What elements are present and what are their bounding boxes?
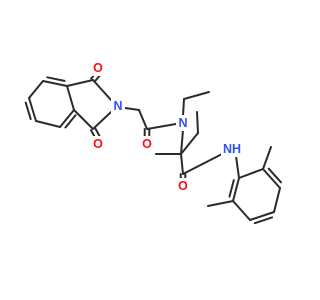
single-bond (196, 111, 199, 134)
single-bond (180, 153, 184, 175)
nitrogen-atom-tertiary-amide: N (176, 115, 190, 131)
single-bond (92, 111, 112, 130)
methyl-bond (207, 200, 234, 207)
aromatic-bond (66, 85, 75, 111)
single-bond (146, 123, 177, 130)
aromatic-bond (42, 80, 68, 87)
aromatic-bond (262, 168, 281, 189)
molecule-structure-diagram: O O N O N O NH (24, 60, 282, 225)
aromatic-bond (273, 187, 281, 213)
single-bond (73, 109, 94, 130)
aromatic-bond (24, 101, 32, 121)
oxygen-label: O (178, 179, 188, 193)
aromatic-bond (267, 167, 282, 184)
nh-group-anilide: NH (221, 141, 243, 157)
aromatic-bond (232, 177, 240, 202)
aromatic-bond (28, 97, 37, 122)
single-bond (183, 91, 210, 100)
carbonyl-double-bond (93, 74, 101, 83)
single-bond (124, 107, 140, 111)
aromatic-bond (249, 211, 275, 221)
single-bond (235, 155, 240, 179)
nitrogen-atom-phthalimide: N (111, 98, 125, 114)
oxygen-label: O (142, 137, 152, 151)
single-bond (182, 98, 185, 117)
oxygen-atom-anilide-carbonyl: O (176, 178, 190, 194)
aromatic-bond (28, 80, 44, 99)
oxygen-atom-phthalimide-bottom: O (91, 136, 105, 152)
methyl-bond (262, 146, 272, 170)
single-bond (180, 132, 199, 155)
aromatic-bond (232, 200, 251, 221)
nh-label: NH (223, 142, 241, 156)
single-bond (138, 109, 148, 130)
atom-label-layer: O O N O N O NH (91, 60, 243, 194)
single-bond (180, 129, 184, 155)
carbonyl-double-bond (94, 126, 102, 138)
oxygen-atom-acetyl-carbonyl: O (140, 136, 154, 152)
nitrogen-label: N (178, 116, 187, 130)
single-bond (66, 79, 94, 87)
aromatic-bond (35, 120, 61, 128)
nitrogen-label: N (113, 99, 122, 113)
aromatic-bond (59, 109, 75, 128)
oxygen-atom-phthalimide-top: O (91, 60, 105, 76)
single-bond (92, 79, 112, 101)
bond-layer (24, 71, 282, 225)
oxygen-label: O (93, 137, 103, 151)
aromatic-bond (64, 114, 77, 129)
aromatic-bond (228, 179, 235, 198)
single-bond (182, 152, 225, 175)
oxygen-label: O (93, 61, 103, 75)
aromatic-bond (46, 76, 66, 82)
aromatic-bond (238, 168, 264, 179)
aromatic-bond (253, 216, 274, 225)
